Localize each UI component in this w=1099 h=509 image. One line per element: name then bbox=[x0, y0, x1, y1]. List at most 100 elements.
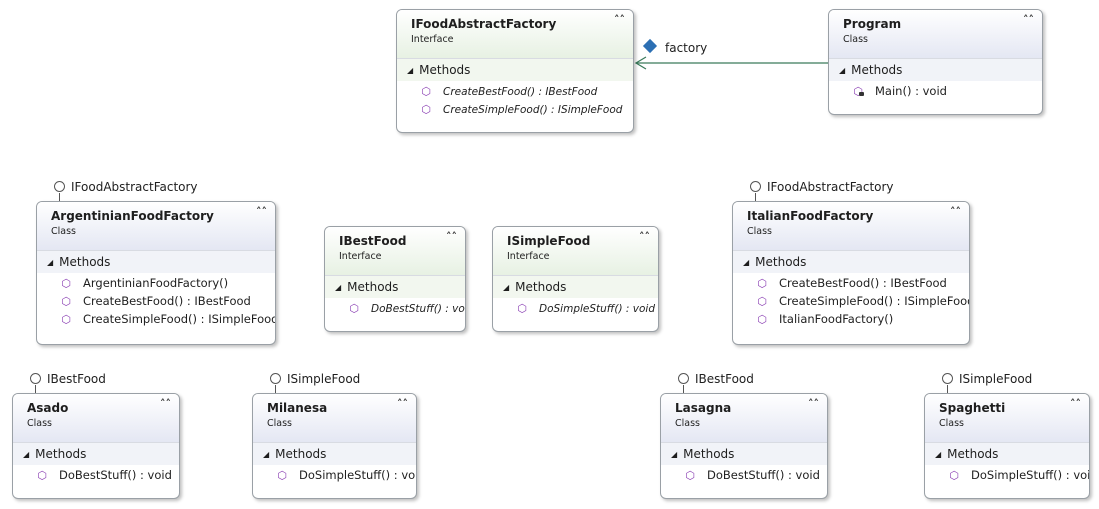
member-item[interactable]: ⬡CreateSimpleFood() : ISimpleFood bbox=[397, 100, 633, 118]
node-title: IBestFood bbox=[339, 234, 407, 248]
triangle-icon[interactable]: ◢ bbox=[23, 450, 30, 459]
implements-lollipop: IBestFood bbox=[678, 372, 754, 394]
implements-lollipop: IFoodAbstractFactory bbox=[54, 180, 198, 202]
method-icon: ⬡ bbox=[757, 313, 767, 326]
node-title: Milanesa bbox=[267, 401, 328, 415]
member-item[interactable]: ⬡ArgentinianFoodFactory() bbox=[37, 274, 275, 292]
member-item[interactable]: ⬡DoBestStuff() : void bbox=[13, 466, 179, 484]
node-kind: Class bbox=[27, 418, 52, 429]
interface-circle-icon bbox=[678, 373, 689, 384]
triangle-icon[interactable]: ◢ bbox=[47, 258, 54, 267]
member-item[interactable]: ⬡CreateSimpleFood() : ISimpleFood bbox=[733, 292, 969, 310]
member-item[interactable]: ⬡Main() : void bbox=[829, 82, 1042, 100]
triangle-icon[interactable]: ◢ bbox=[503, 283, 510, 292]
member-item[interactable]: ⬡DoBestStuff() : void bbox=[661, 466, 827, 484]
node-title: Program bbox=[843, 17, 902, 31]
method-icon: ⬡ bbox=[757, 295, 767, 308]
method-icon: ⬡ bbox=[757, 277, 767, 290]
node-kind: Class bbox=[267, 418, 292, 429]
field-icon bbox=[642, 38, 658, 54]
interface-circle-icon bbox=[942, 373, 953, 384]
node-kind: Class bbox=[843, 34, 868, 45]
member-item[interactable]: ⬡DoSimpleStuff() : void bbox=[253, 466, 416, 484]
method-icon: ⬡ bbox=[277, 469, 287, 482]
node-kind: Class bbox=[675, 418, 700, 429]
member-item[interactable]: ⬡CreateBestFood() : IBestFood bbox=[397, 82, 633, 100]
node-title: Spaghetti bbox=[939, 401, 1006, 415]
chevron-up-icon[interactable]: ˄˄ bbox=[614, 13, 625, 26]
node-kind: Class bbox=[747, 226, 772, 237]
interface-circle-icon bbox=[750, 181, 761, 192]
node-title: Asado bbox=[27, 401, 69, 415]
chevron-up-icon[interactable]: ˄˄ bbox=[639, 230, 650, 243]
interface-circle-icon bbox=[54, 181, 65, 192]
triangle-icon[interactable]: ◢ bbox=[263, 450, 270, 459]
triangle-icon[interactable]: ◢ bbox=[335, 283, 342, 292]
node-title: ItalianFoodFactory bbox=[747, 209, 874, 223]
chevron-up-icon[interactable]: ˄˄ bbox=[808, 397, 819, 410]
chevron-up-icon[interactable]: ˄˄ bbox=[950, 205, 961, 218]
methods-section[interactable]: ◢Methods bbox=[397, 58, 633, 81]
node-kind: Interface bbox=[507, 251, 550, 262]
method-icon: ⬡ bbox=[949, 469, 959, 482]
triangle-icon[interactable]: ◢ bbox=[671, 450, 678, 459]
triangle-icon[interactable]: ◢ bbox=[407, 66, 414, 75]
association-name: factory bbox=[665, 41, 708, 55]
implements-lollipop: ISimpleFood bbox=[942, 372, 1032, 394]
methods-section[interactable]: ◢Methods bbox=[829, 58, 1042, 81]
implements-lollipop: IFoodAbstractFactory bbox=[750, 180, 894, 202]
interface-circle-icon bbox=[30, 373, 41, 384]
methods-section[interactable]: ◢Methods bbox=[37, 250, 275, 273]
member-item[interactable]: ⬡DoSimpleStuff() : void bbox=[493, 299, 658, 317]
node-title: Lasagna bbox=[675, 401, 732, 415]
methods-section[interactable]: ◢Methods bbox=[661, 442, 827, 465]
triangle-icon[interactable]: ◢ bbox=[839, 66, 846, 75]
method-icon: ⬡ bbox=[685, 469, 695, 482]
chevron-up-icon[interactable]: ˄˄ bbox=[397, 397, 408, 410]
method-icon: ⬡ bbox=[61, 313, 71, 326]
chevron-up-icon[interactable]: ˄˄ bbox=[256, 205, 267, 218]
method-icon: ⬡ bbox=[37, 469, 47, 482]
methods-section[interactable]: ◢Methods bbox=[925, 442, 1089, 465]
member-item[interactable]: ⬡CreateBestFood() : IBestFood bbox=[37, 292, 275, 310]
node-kind: Interface bbox=[339, 251, 382, 262]
method-icon: ⬡ bbox=[517, 302, 527, 315]
member-item[interactable]: ⬡DoSimpleStuff() : void bbox=[925, 466, 1089, 484]
private-method-icon: ⬡ bbox=[853, 85, 863, 98]
triangle-icon[interactable]: ◢ bbox=[935, 450, 942, 459]
node-kind: Interface bbox=[411, 34, 454, 45]
node-kind: Class bbox=[939, 418, 964, 429]
methods-section[interactable]: ◢Methods bbox=[13, 442, 179, 465]
methods-section[interactable]: ◢Methods bbox=[733, 250, 969, 273]
member-item[interactable]: ⬡DoBestStuff() : void bbox=[325, 299, 465, 317]
node-title: ArgentinianFoodFactory bbox=[51, 209, 214, 223]
member-item[interactable]: ⬡CreateBestFood() : IBestFood bbox=[733, 274, 969, 292]
chevron-up-icon[interactable]: ˄˄ bbox=[446, 230, 457, 243]
interface-circle-icon bbox=[270, 373, 281, 384]
method-icon: ⬡ bbox=[421, 103, 431, 116]
methods-section[interactable]: ◢Methods bbox=[325, 275, 465, 298]
member-item[interactable]: ⬡ItalianFoodFactory() bbox=[733, 310, 969, 328]
implements-lollipop: ISimpleFood bbox=[270, 372, 360, 394]
chevron-up-icon[interactable]: ˄˄ bbox=[1023, 13, 1034, 26]
methods-section[interactable]: ◢Methods bbox=[253, 442, 416, 465]
member-item[interactable]: ⬡CreateSimpleFood() : ISimpleFood bbox=[37, 310, 275, 328]
association-label: factory bbox=[642, 38, 708, 55]
lock-icon bbox=[859, 92, 864, 96]
node-title: ISimpleFood bbox=[507, 234, 591, 248]
method-icon: ⬡ bbox=[61, 295, 71, 308]
chevron-up-icon[interactable]: ˄˄ bbox=[160, 397, 171, 410]
triangle-icon[interactable]: ◢ bbox=[743, 258, 750, 267]
chevron-up-icon[interactable]: ˄˄ bbox=[1070, 397, 1081, 410]
methods-section[interactable]: ◢Methods bbox=[493, 275, 658, 298]
